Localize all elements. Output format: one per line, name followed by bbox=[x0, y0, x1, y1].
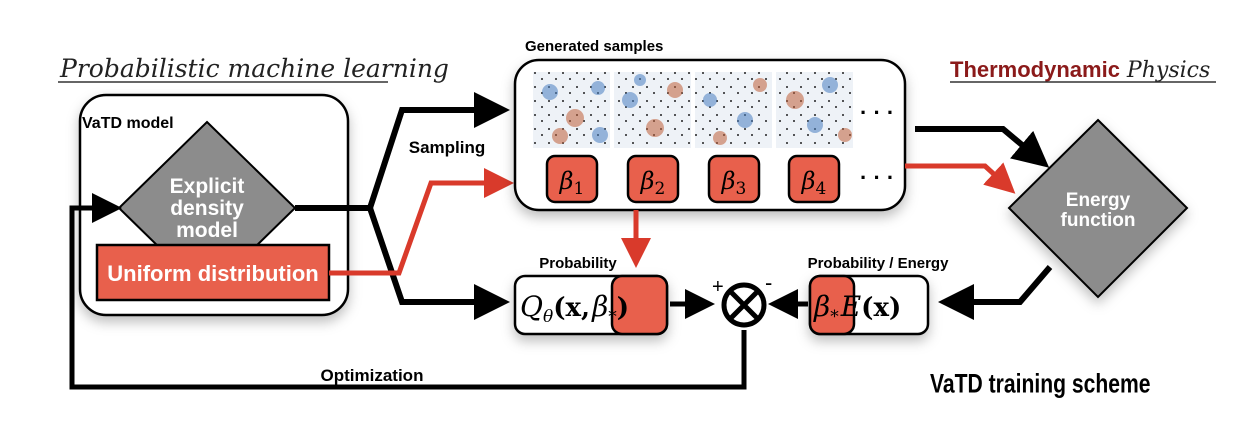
density-model-line-2: density bbox=[170, 197, 244, 220]
combiner-plus: + bbox=[712, 276, 724, 298]
header-probabilistic-ml: Probabilistic machine learning bbox=[59, 54, 449, 83]
beta-box-1[interactable]: β1 bbox=[545, 154, 599, 204]
generated-samples-title: Generated samples bbox=[525, 38, 663, 55]
svg-text:β4: β4 bbox=[801, 167, 827, 199]
beta-to-energy-arrow bbox=[905, 162, 1016, 194]
beta-energy-formula: β*E(x) bbox=[813, 290, 901, 327]
beta-box-2[interactable]: β2 bbox=[626, 154, 680, 204]
samples-to-energy-arrow bbox=[915, 126, 1050, 168]
density-model-line-3: model bbox=[176, 219, 238, 242]
energy-function-line-1: Energy bbox=[1066, 190, 1131, 211]
energy-to-betaE-arrow bbox=[938, 265, 1053, 320]
sampling-arrow bbox=[295, 92, 510, 211]
energy-function-diamond[interactable] bbox=[1007, 118, 1189, 299]
q-theta-formula: Qθ(x,β*) bbox=[520, 290, 629, 327]
probability-label: Probability bbox=[539, 255, 617, 272]
optimization-arrow bbox=[69, 193, 747, 390]
model-to-q-arrow bbox=[367, 207, 510, 320]
scheme-title: VaTD training scheme bbox=[930, 370, 1151, 400]
uniform-to-beta-arrow bbox=[329, 168, 514, 276]
optimization-label: Optimization bbox=[321, 366, 424, 385]
beta-box-3[interactable]: β3 bbox=[707, 154, 761, 204]
combiner-minus: - bbox=[765, 270, 772, 295]
uniform-distribution-label: Uniform distribution bbox=[107, 261, 318, 286]
beta-box-4[interactable]: β4 bbox=[787, 154, 841, 204]
density-model-line-1: Explicit bbox=[170, 175, 245, 198]
energy-beta-star-box bbox=[808, 274, 856, 336]
combiner-circle bbox=[721, 282, 767, 328]
svg-text:β2: β2 bbox=[640, 167, 666, 199]
sample-images bbox=[533, 72, 853, 148]
probability-energy-label: Probability / Energy bbox=[808, 255, 950, 272]
vatd-model-title: VaTD model bbox=[82, 115, 174, 132]
sampling-label: Sampling bbox=[409, 138, 486, 157]
q-beta-star-box bbox=[610, 274, 669, 336]
header-thermodynamic: Thermodynamic Physics bbox=[950, 57, 1210, 83]
beta-ellipsis: · · · bbox=[860, 165, 894, 190]
samples-ellipsis: · · · bbox=[860, 100, 894, 125]
energy-function-line-2: function bbox=[1061, 210, 1136, 231]
svg-text:β3: β3 bbox=[721, 167, 747, 199]
svg-text:β1: β1 bbox=[559, 167, 585, 199]
